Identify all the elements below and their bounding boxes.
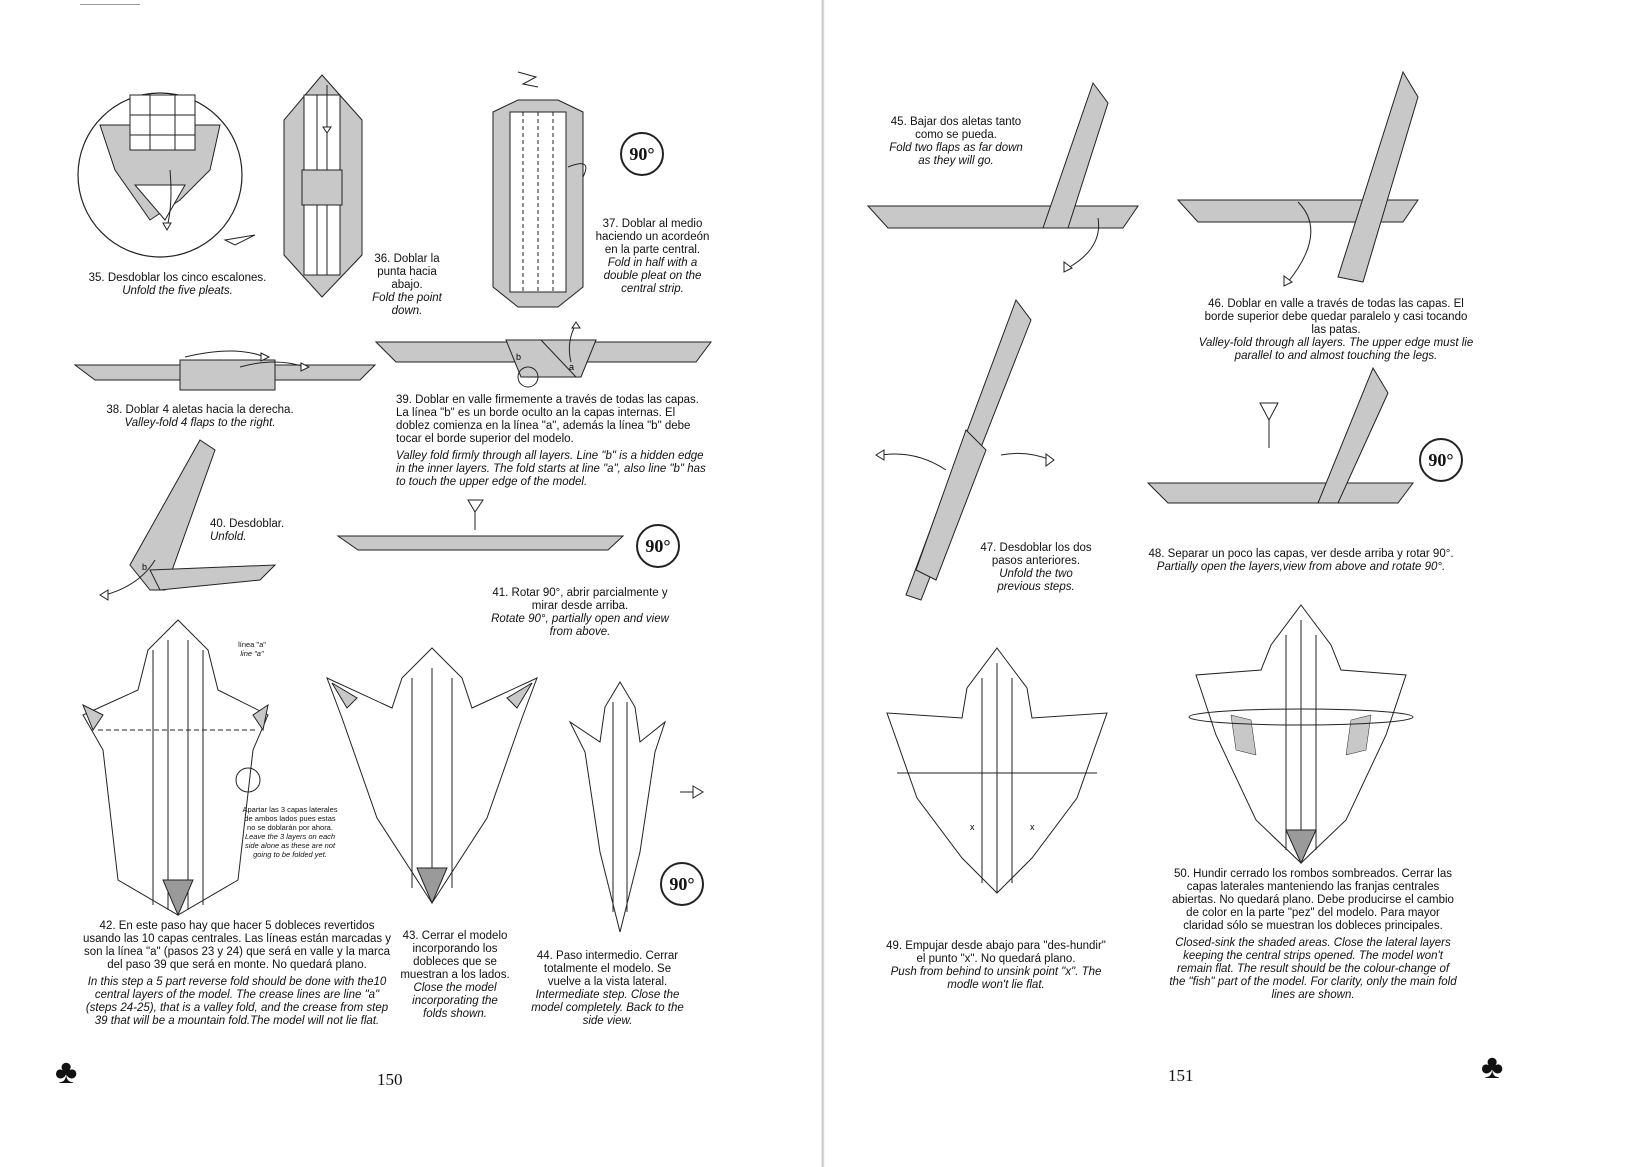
step-37-caption: 37. Doblar al medio haciendo un acordeón… [595,218,710,295]
step-42-caption: 42. En este paso hay que hacer 5 doblece… [82,920,392,1027]
mark-x-left: x [970,822,975,832]
step-47-caption: 47. Desdoblar los dos pasos anteriores.U… [980,542,1092,593]
rotate-90-badge-41: 90° [636,524,680,568]
mark-b-40: b [142,562,147,572]
origami-tree-icon-right: ♣ [1481,1048,1504,1086]
origami-tree-icon: ♣ [55,1053,78,1091]
step-45-diagram [866,81,1139,273]
step-36-diagram [283,74,363,298]
step-46-caption: 46. Doblar en valle a través de todas la… [1198,298,1474,362]
top-rule [80,4,140,5]
step-38-diagram [73,350,377,391]
mark-x-right: x [1030,822,1035,832]
step-41-diagram [336,499,625,551]
step-38-caption: 38. Doblar 4 aletas hacia la derecha.Val… [106,404,294,429]
step-47-diagram [875,298,1055,601]
step-42-diagram [82,619,269,917]
mark-a: a [569,362,574,372]
step-40-caption: 40. Desdoblar.Unfold. [210,518,285,543]
step-48-caption: 48. Separar un poco las capas, ver desde… [1148,548,1454,573]
step-50-caption: 50. Hundir cerrado los rombos sombreados… [1169,868,1457,1001]
step-43-diagram [326,647,538,905]
linea-a-label: línea "a"line "a" [238,640,266,658]
step-44-diagram [568,681,704,933]
step-45-caption: 45. Bajar dos aletas tanto como se pueda… [889,116,1023,167]
rotate-90-badge: 90° [620,132,664,176]
page-number-right: 151 [1168,1066,1194,1085]
step-44-caption: 44. Paso intermedio. Cerrar totalmente e… [531,950,684,1027]
rotate-90-badge-48: 90° [1419,438,1463,482]
step-46-diagram [1176,70,1419,287]
left-page: 35. Desdoblar los cinco escalones.Unfold… [0,0,820,1167]
step-35-caption: 35. Desdoblar los cinco escalones.Unfold… [88,272,267,297]
step-41-caption: 41. Rotar 90°, abrir parcialmente y mira… [491,587,669,638]
step-48-diagram [1146,366,1414,504]
right-page: 45. Bajar dos aletas tanto como se pueda… [826,0,1652,1167]
mark-b: b [516,352,521,362]
step-36-caption: 36. Doblar la punta hacia abajo.Fold the… [372,253,442,317]
step-43-caption: 43. Cerrar el modelo incorporando los do… [400,930,510,1020]
step-40-diagram: b [99,439,277,601]
page-number-left: 150 [377,1070,403,1089]
step-37-diagram [492,71,587,308]
book-gutter [821,0,825,1167]
step-39-caption: 39. Doblar en valle firmemente a través … [396,394,706,488]
rotate-90-badge-44: 90° [660,862,704,906]
step-42-note: Apartar las 3 capas laterales de ambos l… [242,805,338,859]
step-50-diagram [1188,604,1414,865]
step-49-diagram: x x [886,647,1108,894]
step-35-diagram [77,92,256,258]
step-49-caption: 49. Empujar desde abajo para "des-hundir… [886,940,1106,991]
step-39-diagram: b a [374,321,712,388]
